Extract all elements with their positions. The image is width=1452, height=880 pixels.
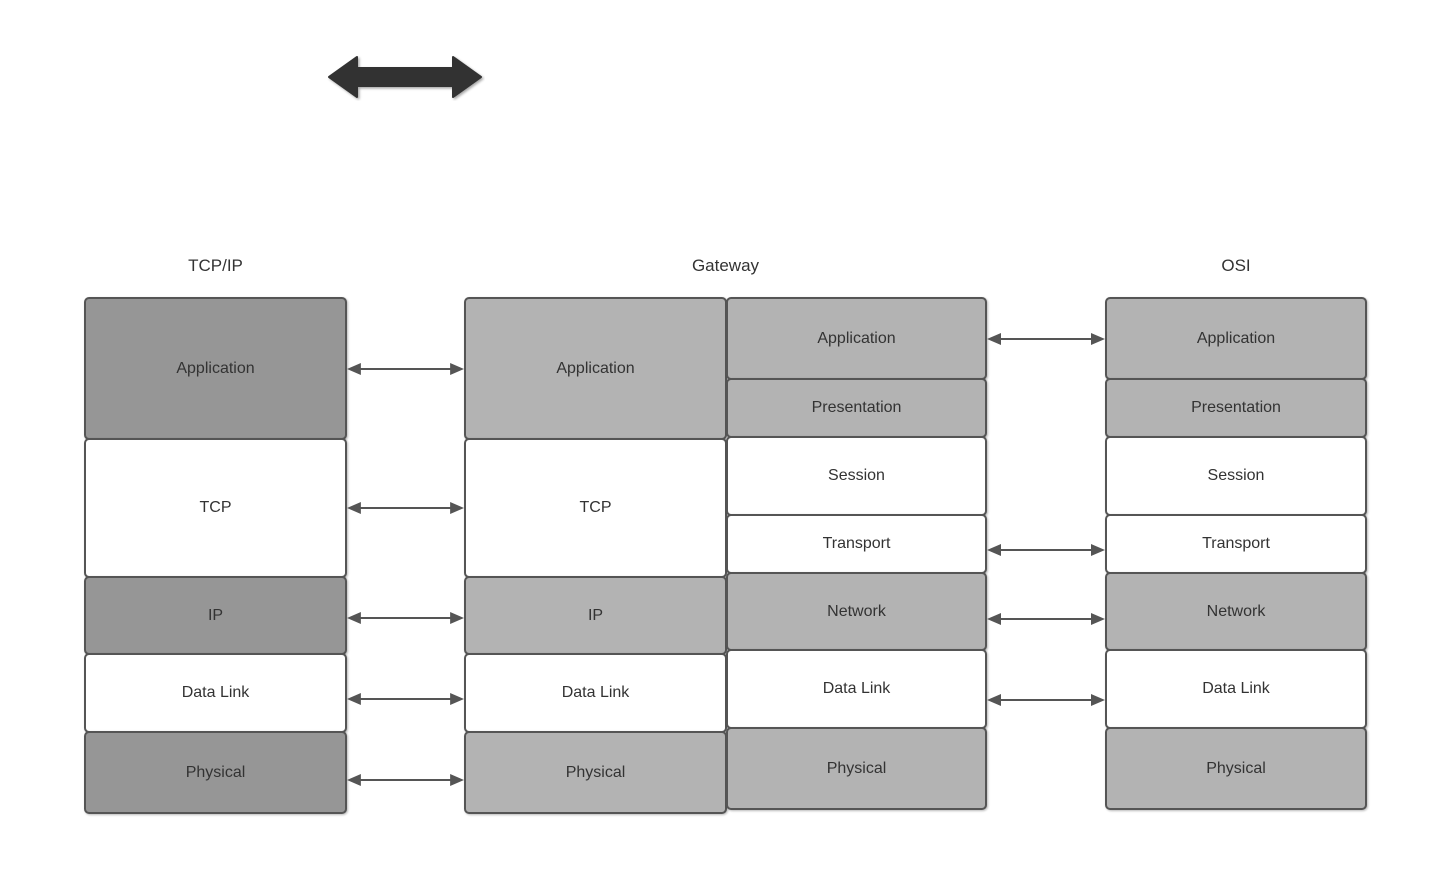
stack-gateway-left-layer-tcp[interactable]: TCP — [464, 438, 727, 578]
stack-gateway-left-layer-physical[interactable]: Physical — [464, 731, 727, 814]
layer-label: TCP — [579, 499, 612, 516]
layer-label: Transport — [1202, 535, 1270, 552]
stack-osi-layer-transport[interactable]: Transport — [1105, 514, 1367, 574]
layer-label: Application — [1196, 329, 1276, 347]
stack-osi-layer-physical[interactable]: Physical — [1105, 727, 1367, 810]
arrow-application — [987, 331, 1105, 347]
column-header-osi: OSI — [1221, 256, 1251, 275]
layer-label: Data Link — [1202, 680, 1270, 697]
stack-tcpip-layer-ip[interactable]: IP — [84, 576, 347, 655]
stack-gateway-left-layer-ip[interactable]: IP — [464, 576, 727, 655]
layer-label: Physical — [565, 763, 626, 781]
stack-osi-layer-network[interactable]: Network — [1105, 572, 1367, 651]
arrow-transport — [987, 542, 1105, 558]
stack-gateway-right-layer-network[interactable]: Network — [726, 572, 987, 651]
layer-label: Data Link — [181, 684, 250, 701]
stack-gateway-right-layer-data-link[interactable]: Data Link — [726, 649, 987, 729]
layer-label: Presentation — [1191, 399, 1281, 416]
layer-label: Network — [827, 602, 886, 620]
stack-gateway-left-layer-data-link[interactable]: Data Link — [464, 653, 727, 733]
stack-tcpip-layer-data-link[interactable]: Data Link — [84, 653, 347, 733]
layer-label: Physical — [185, 763, 246, 781]
arrow-data-link — [987, 692, 1105, 708]
layer-label: Application — [556, 359, 635, 377]
arrow-data-link — [347, 691, 464, 707]
stack-osi-layer-session[interactable]: Session — [1105, 436, 1367, 516]
layer-label: TCP — [199, 499, 232, 516]
layer-label: Physical — [1206, 759, 1266, 777]
layer-label: Application — [817, 329, 896, 347]
stack-tcpip-layer-physical[interactable]: Physical — [84, 731, 347, 814]
layer-label: Session — [828, 467, 885, 484]
stack-gateway-right-layer-transport[interactable]: Transport — [726, 514, 987, 574]
layer-label: Presentation — [811, 399, 902, 416]
layer-label: Session — [1207, 467, 1265, 484]
stack-gateway-right-layer-application[interactable]: Application — [726, 297, 987, 380]
layer-label: Application — [176, 359, 255, 377]
layer-label: Data Link — [822, 680, 891, 697]
stack-osi-layer-presentation[interactable]: Presentation — [1105, 378, 1367, 438]
stack-gateway-right-layer-physical[interactable]: Physical — [726, 727, 987, 810]
double-headed-block-arrow-icon — [328, 56, 482, 98]
stack-gateway-left-layer-application[interactable]: Application — [464, 297, 727, 440]
layer-label: IP — [207, 606, 224, 624]
arrow-physical — [347, 772, 464, 788]
stack-gateway-right-layer-presentation[interactable]: Presentation — [726, 378, 987, 438]
layer-label: Network — [1206, 602, 1266, 620]
arrow-tcp — [347, 500, 464, 516]
layer-label: Data Link — [561, 684, 630, 701]
layer-label: Physical — [826, 759, 887, 777]
stack-osi-layer-data-link[interactable]: Data Link — [1105, 649, 1367, 729]
stack-gateway-right-layer-session[interactable]: Session — [726, 436, 987, 516]
stack-tcpip-layer-tcp[interactable]: TCP — [84, 438, 347, 578]
stack-osi-layer-application[interactable]: Application — [1105, 297, 1367, 380]
stack-tcpip-layer-application[interactable]: Application — [84, 297, 347, 440]
layer-label: IP — [587, 606, 604, 624]
arrow-network — [987, 611, 1105, 627]
layer-label: Transport — [822, 535, 891, 552]
column-header-tcpip: TCP/IP — [188, 256, 243, 275]
arrow-ip — [347, 610, 464, 626]
arrow-application — [347, 361, 464, 377]
column-header-gateway: Gateway — [691, 256, 760, 275]
